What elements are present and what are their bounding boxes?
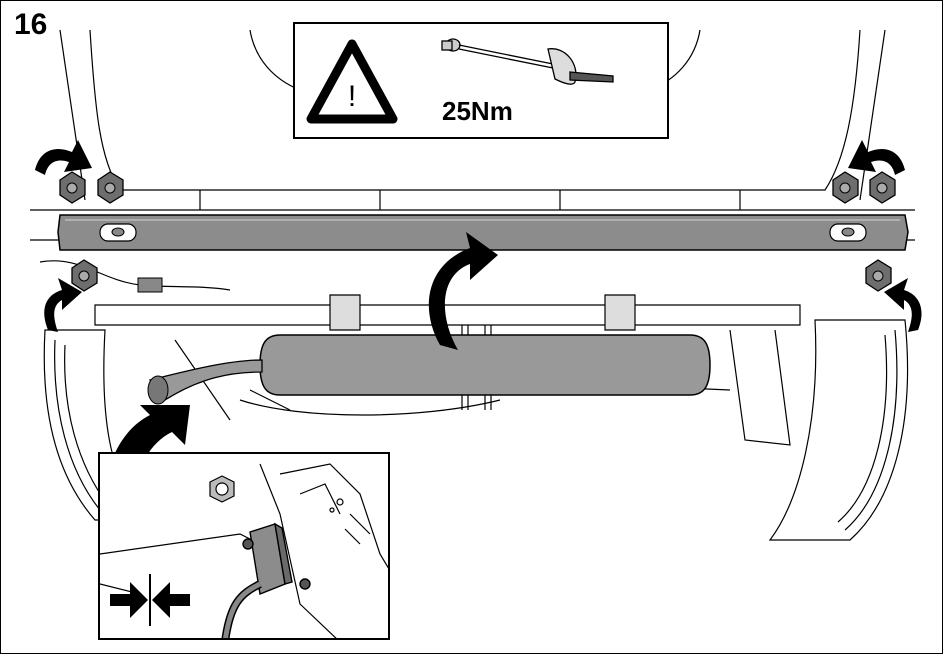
towbar-crossmember — [57, 214, 909, 251]
crossmember-slot-left — [99, 223, 137, 242]
torque-callout-graphics: ! — [306, 38, 614, 124]
press-together-icon — [110, 574, 190, 626]
step-number: 16 — [14, 8, 48, 41]
crossmember-slot-right — [829, 223, 867, 242]
exhaust-muffler — [259, 334, 711, 396]
torque-callout: ! 25Nm — [293, 22, 669, 139]
wiring-connector — [137, 277, 163, 293]
warning-triangle-icon: ! — [306, 39, 398, 124]
right-wheel — [768, 319, 909, 541]
svg-text:!: ! — [348, 80, 356, 113]
bolt-head — [209, 475, 235, 503]
rear-axle-beam — [94, 304, 801, 326]
body-outline — [89, 29, 861, 191]
rubber-hanger — [242, 522, 311, 595]
detail-inset-drawing — [100, 463, 388, 638]
torque-value: 25Nm — [442, 96, 513, 126]
torque-wrench-icon — [441, 38, 614, 85]
exhaust-pipe — [148, 359, 263, 401]
detail-inset — [98, 452, 390, 640]
